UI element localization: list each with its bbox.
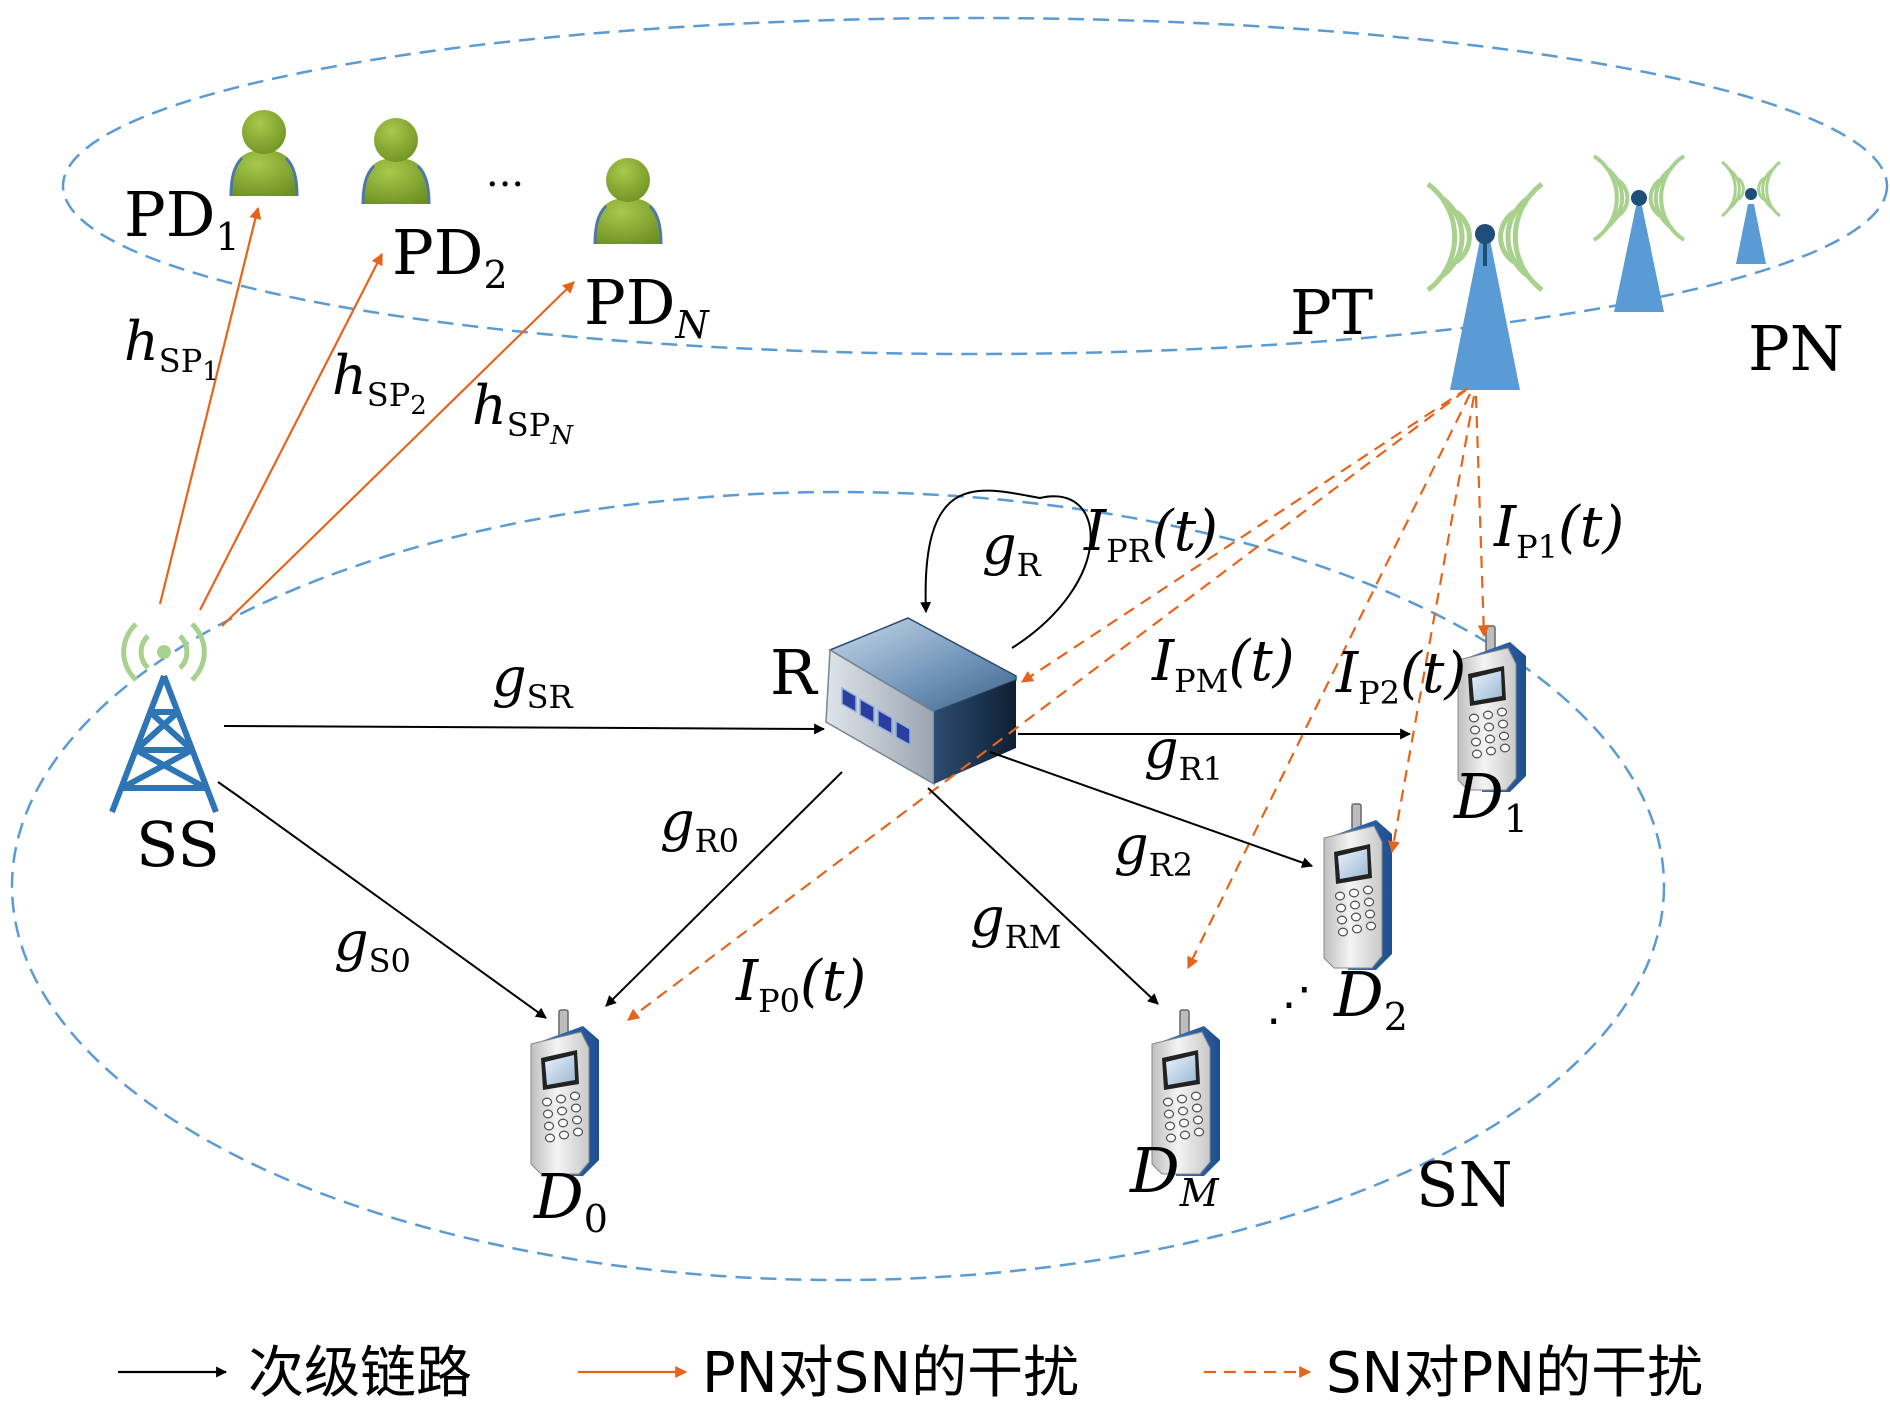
link-pt-dm: [1187, 393, 1471, 970]
link-pt-r: [1020, 387, 1469, 683]
relay-self-interference-loop: [920, 489, 1092, 649]
link-r-d0: [605, 771, 843, 1007]
link-pt-d2: [1388, 395, 1476, 854]
dm-label: DM: [1129, 1134, 1220, 1215]
h-sp2-label: hSP2: [332, 344, 427, 421]
base-station-icon: [1426, 181, 1544, 390]
mobile-phone-icon: [530, 1009, 600, 1177]
pn-label: PN: [1748, 312, 1844, 385]
link-ss-d0: [217, 781, 547, 1019]
primary-network-boundary: [61, 16, 1889, 356]
base-station-icon: [1592, 154, 1686, 312]
lattice-tower-icon: [109, 622, 219, 814]
user-icon: [592, 156, 664, 246]
g-r-label: gR: [982, 514, 1042, 584]
mobile-phone-icon: [1323, 803, 1393, 971]
pdn-label: PDN: [584, 266, 710, 347]
ss-label: SS: [136, 808, 220, 881]
g-s0-label: gS0: [334, 910, 411, 980]
g-r2-label: gR2: [1114, 814, 1193, 884]
link-r-d2: [989, 751, 1314, 868]
g-r0-label: gR0: [660, 790, 739, 860]
link-pt-d0: [627, 389, 1467, 1021]
i-pr-label: IPR(t): [1083, 499, 1218, 570]
h-sp1-label: hSP1: [124, 310, 219, 387]
g-r1-label: gR1: [1144, 718, 1223, 788]
d0-label: D0: [533, 1160, 608, 1241]
sn-label: SN: [1416, 1148, 1513, 1221]
i-p2-label: IP2(t): [1335, 641, 1466, 712]
link-ss-pdn: [221, 281, 575, 627]
secondary-network-boundary: [10, 490, 1666, 1282]
g-sr-label: gSR: [492, 646, 574, 716]
link-ss-r: [223, 723, 826, 735]
pd-ellipsis: ···: [486, 162, 524, 208]
base-station-icon: [1721, 160, 1781, 264]
link-r-dm: [927, 787, 1159, 1005]
g-rm-label: gRM: [970, 886, 1061, 956]
i-p1-label: IP1(t): [1493, 495, 1624, 566]
d2-label: D2: [1333, 958, 1408, 1039]
link-pt-d1: [1474, 395, 1490, 638]
legend-label-sn-to-pn: SN对PN的干扰: [1326, 1341, 1703, 1406]
d1-label: D1: [1453, 760, 1528, 841]
relay-router-icon: [825, 617, 1017, 786]
pd1-label: PD1: [124, 178, 240, 259]
i-pm-label: IPM(t): [1151, 629, 1295, 700]
d-ellipsis: ⋰: [1266, 977, 1312, 1031]
legend-label-secondary-link: 次级链路: [248, 1341, 472, 1406]
pd2-label: PD2: [392, 216, 508, 297]
h-spn-label: hSPN: [472, 374, 574, 451]
legend-label-pn-to-sn: PN对SN的干扰: [702, 1341, 1079, 1406]
i-p0-label: IP0(t): [735, 949, 866, 1020]
user-icon: [360, 116, 432, 206]
legend: 次级链路 PN对SN的干扰 SN对PN的干扰: [118, 1341, 1703, 1406]
user-icon: [228, 108, 300, 198]
link-ss-pd2: [199, 252, 383, 611]
pt-label: PT: [1290, 276, 1373, 349]
link-ss-pd1: [158, 206, 262, 605]
relay-label: R: [770, 636, 819, 709]
